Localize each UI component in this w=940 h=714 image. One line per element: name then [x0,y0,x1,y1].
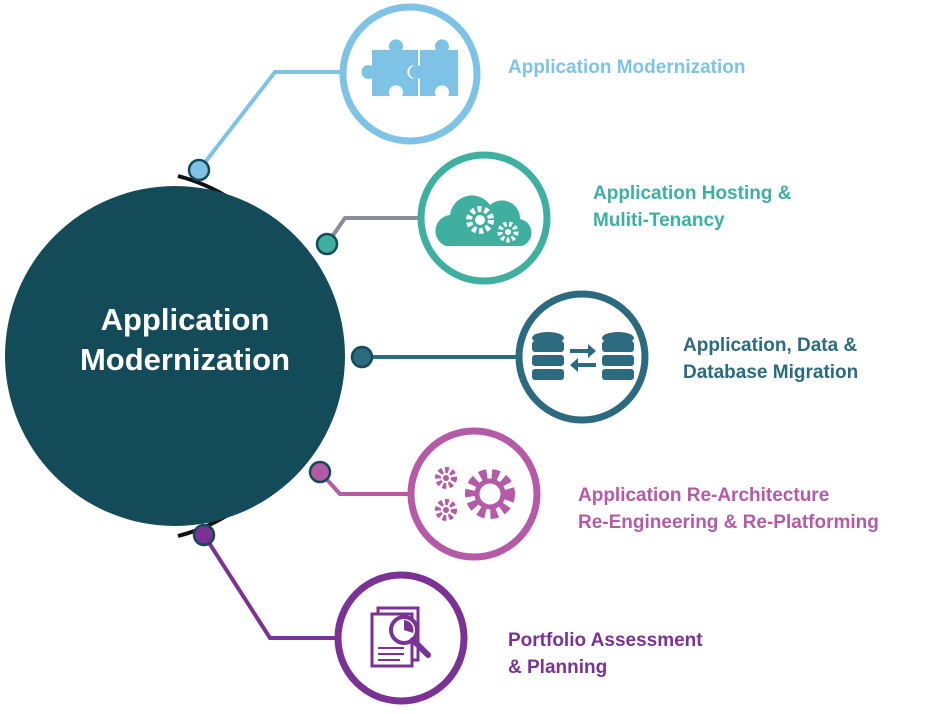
item-label-1-line1: Application Hosting & [593,183,792,204]
item-label-4-line1: Portfolio Assessment [508,630,703,651]
connector-4 [202,533,345,640]
hub-circle [5,186,345,526]
connector-3 [318,470,416,496]
connector-0 [197,70,370,172]
gears-icon [435,467,515,521]
item-label-2-line1: Application, Data & [683,335,858,356]
document-search-icon [370,606,431,668]
node-4 [192,523,216,547]
item-label-2: Application, Data & Database Migration [683,332,858,386]
item-label-1-line2: Muliti-Tenancy [593,210,725,231]
hub-title-line1: Application [100,302,270,337]
item-label-3-line2: Re-Engineering & Re-Platforming [578,512,879,533]
icon-badge-1 [417,151,551,285]
connector-1 [325,216,425,246]
item-label-0-line1: Application Modernization [508,57,746,78]
item-label-4: Portfolio Assessment & Planning [508,627,703,681]
icon-badge-3 [407,427,541,561]
item-label-4-line2: & Planning [508,657,608,678]
hub-title-line2: Modernization [79,342,291,377]
node-3 [308,460,332,484]
item-label-3: Application Re-Architecture Re-Engineeri… [578,482,879,536]
database-transfer-icon [532,332,634,380]
puzzle-icon [361,39,458,96]
item-label-2-line2: Database Migration [683,362,859,383]
item-label-0: Application Modernization [508,54,746,81]
cloud-gears-icon [435,195,532,246]
node-1 [315,232,339,256]
node-0 [187,158,211,182]
icon-badge-2 [515,290,649,424]
item-label-3-line1: Application Re-Architecture [578,485,830,506]
icon-badge-4 [334,571,468,705]
item-label-1: Application Hosting & Muliti-Tenancy [593,180,791,234]
icon-badge-0 [339,3,481,145]
hub-title: Application Modernization [20,300,350,380]
node-2 [350,345,374,369]
